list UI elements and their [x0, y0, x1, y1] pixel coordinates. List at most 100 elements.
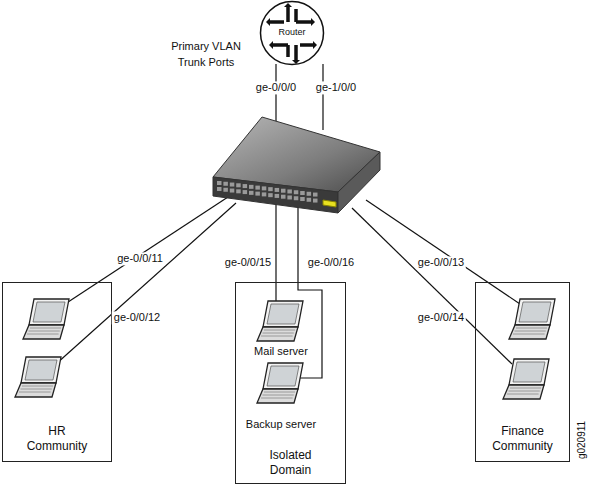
trunk-wire: [275, 64, 276, 130]
laptop-icons: [15, 299, 555, 403]
device-label: Backup server: [244, 418, 318, 431]
laptop-keys: [510, 388, 541, 389]
laptop-base: [23, 325, 64, 339]
switch-port: [236, 183, 241, 187]
router-arrowhead: [269, 41, 273, 49]
device-label: Mail server: [252, 345, 310, 358]
laptop-icon: [509, 299, 555, 339]
switch-port: [268, 187, 273, 191]
router-label: Router: [262, 27, 322, 38]
port-label: ge-0/0/14: [416, 311, 466, 324]
switch-port: [230, 189, 235, 193]
router-arrow: [286, 45, 290, 57]
switch-port: [287, 195, 292, 199]
switch-port: [281, 189, 286, 193]
laptop-keys: [507, 394, 539, 395]
laptop-keys: [515, 331, 546, 332]
router-arrow: [294, 45, 298, 60]
access-wire: [366, 200, 520, 304]
router-arrow: [273, 43, 288, 47]
switch-port: [300, 191, 305, 195]
switch-symbol: [213, 117, 380, 213]
switch-led: [323, 200, 336, 207]
switch-port: [217, 181, 222, 185]
laptop-icon: [257, 301, 303, 341]
switch-port: [287, 189, 292, 193]
laptop-base: [257, 327, 298, 341]
router-arrow: [286, 7, 290, 22]
switch-port: [307, 192, 312, 196]
laptop-display: [33, 302, 65, 322]
access-wire: [275, 200, 276, 304]
laptop-keys: [264, 330, 295, 331]
laptop-keys: [29, 331, 60, 332]
laptop-screen: [263, 301, 303, 327]
laptop-keys: [19, 392, 51, 393]
router-arrowhead: [292, 60, 300, 64]
laptop-base: [257, 389, 298, 403]
port-label: ge-1/0/0: [314, 81, 358, 94]
figure-id: g020911: [576, 419, 588, 461]
laptop-keys: [513, 334, 545, 335]
laptop-keys: [516, 328, 547, 329]
switch-front: [213, 177, 338, 213]
laptop-keys: [27, 334, 59, 335]
switch-port: [243, 184, 248, 188]
laptop-display: [267, 366, 299, 386]
router-arrowhead: [266, 18, 270, 26]
switch-port: [249, 191, 254, 195]
group-box: Finance Community: [475, 282, 570, 462]
laptop-keys: [22, 386, 53, 387]
trunk-wire: [322, 64, 323, 130]
switch-port: [255, 192, 260, 196]
laptop-display: [267, 304, 299, 324]
switch-port: [243, 190, 248, 194]
switch-port: [300, 197, 305, 201]
laptop-keys: [264, 392, 295, 393]
laptop-keys: [263, 333, 294, 334]
switch-port: [313, 193, 318, 197]
router-outline: [261, 2, 324, 65]
switch-port: [236, 189, 241, 193]
switch-port: [223, 182, 228, 186]
switch-port: [294, 196, 299, 200]
laptop-base: [15, 383, 56, 397]
laptop-display: [25, 360, 57, 380]
router-arrowhead: [311, 18, 315, 26]
access-wire: [56, 203, 236, 364]
laptop-icon: [503, 359, 549, 399]
switch-port: [255, 186, 260, 190]
group-label: Isolated Domain: [260, 448, 322, 477]
router-arrowhead: [313, 41, 317, 49]
laptop-icon: [23, 299, 69, 339]
wires: [56, 64, 520, 378]
access-wire: [352, 208, 512, 364]
port-label: ge-0/0/13: [416, 256, 466, 269]
laptop-screen: [515, 299, 555, 325]
router-arrow: [294, 9, 298, 22]
router-arrow: [300, 43, 313, 47]
router-arrow: [296, 20, 311, 24]
group-box: Isolated Domain: [235, 282, 346, 484]
switch-port: [307, 198, 312, 202]
switch-port: [262, 186, 267, 190]
laptop-screen: [29, 299, 69, 325]
access-wire: [62, 197, 228, 306]
note-text: Primary VLAN Trunk Ports: [163, 39, 249, 71]
laptop-display: [519, 302, 551, 322]
port-label: ge-0/0/11: [115, 252, 165, 265]
switch-port: [281, 195, 286, 199]
router-circle: Router: [259, 0, 325, 66]
laptop-keys: [30, 328, 61, 329]
laptop-icon: [15, 357, 61, 397]
laptop-keys: [21, 389, 52, 390]
port-label: ge-0/0/15: [223, 256, 273, 269]
laptop-icon: [257, 363, 303, 403]
switch-port: [275, 188, 280, 192]
switch-port: [217, 187, 222, 191]
switch-port: [262, 192, 267, 196]
group-label: HR Community: [17, 424, 97, 453]
group-box: HR Community: [2, 282, 112, 462]
laptop-base: [509, 325, 550, 339]
